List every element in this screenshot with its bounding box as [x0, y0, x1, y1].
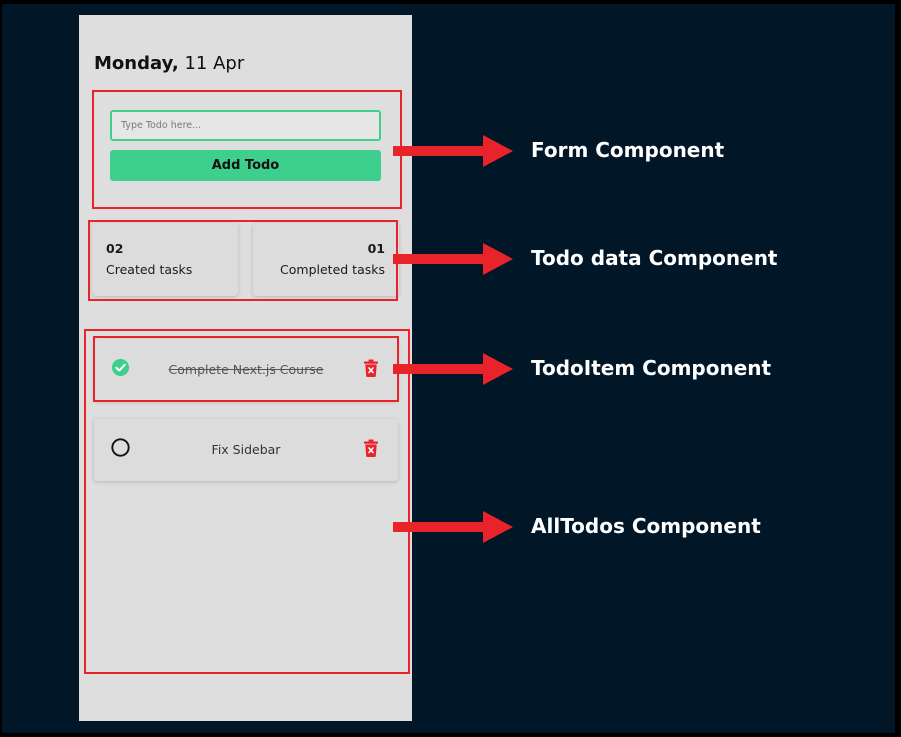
completed-tasks-card: 01 Completed tasks [253, 223, 399, 296]
empty-circle-icon[interactable] [111, 438, 130, 457]
check-circle-icon[interactable] [111, 358, 130, 377]
todo-title: Complete Next.js Course [168, 362, 324, 377]
right-arrow-icon [393, 243, 513, 275]
trash-icon[interactable] [364, 359, 378, 377]
form-component-label: Form Component [531, 138, 725, 162]
alltodos-component-label: AllTodos Component [531, 514, 761, 538]
todo-item: Fix Sidebar [94, 419, 398, 481]
completed-label: Completed tasks [280, 262, 385, 277]
todoitem-component-label: TodoItem Component [531, 356, 772, 380]
date-label: 11 Apr [184, 53, 245, 74]
created-count: 02 [106, 241, 124, 256]
day-label: Monday, [94, 53, 179, 74]
created-label: Created tasks [106, 262, 193, 277]
completed-count: 01 [367, 241, 385, 256]
todo-item: Complete Next.js Course [94, 339, 398, 401]
add-todo-button[interactable]: Add Todo [110, 150, 381, 181]
right-arrow-icon [393, 353, 513, 385]
created-tasks-card: 02 Created tasks [92, 223, 238, 296]
page-title: Monday, 11 Apr [94, 53, 244, 74]
todo-data-component-label: Todo data Component [531, 246, 778, 270]
trash-icon[interactable] [364, 439, 378, 457]
right-arrow-icon [393, 135, 513, 167]
todo-input[interactable] [110, 110, 381, 141]
todo-title: Fix Sidebar [211, 442, 281, 457]
right-arrow-icon [393, 511, 513, 543]
